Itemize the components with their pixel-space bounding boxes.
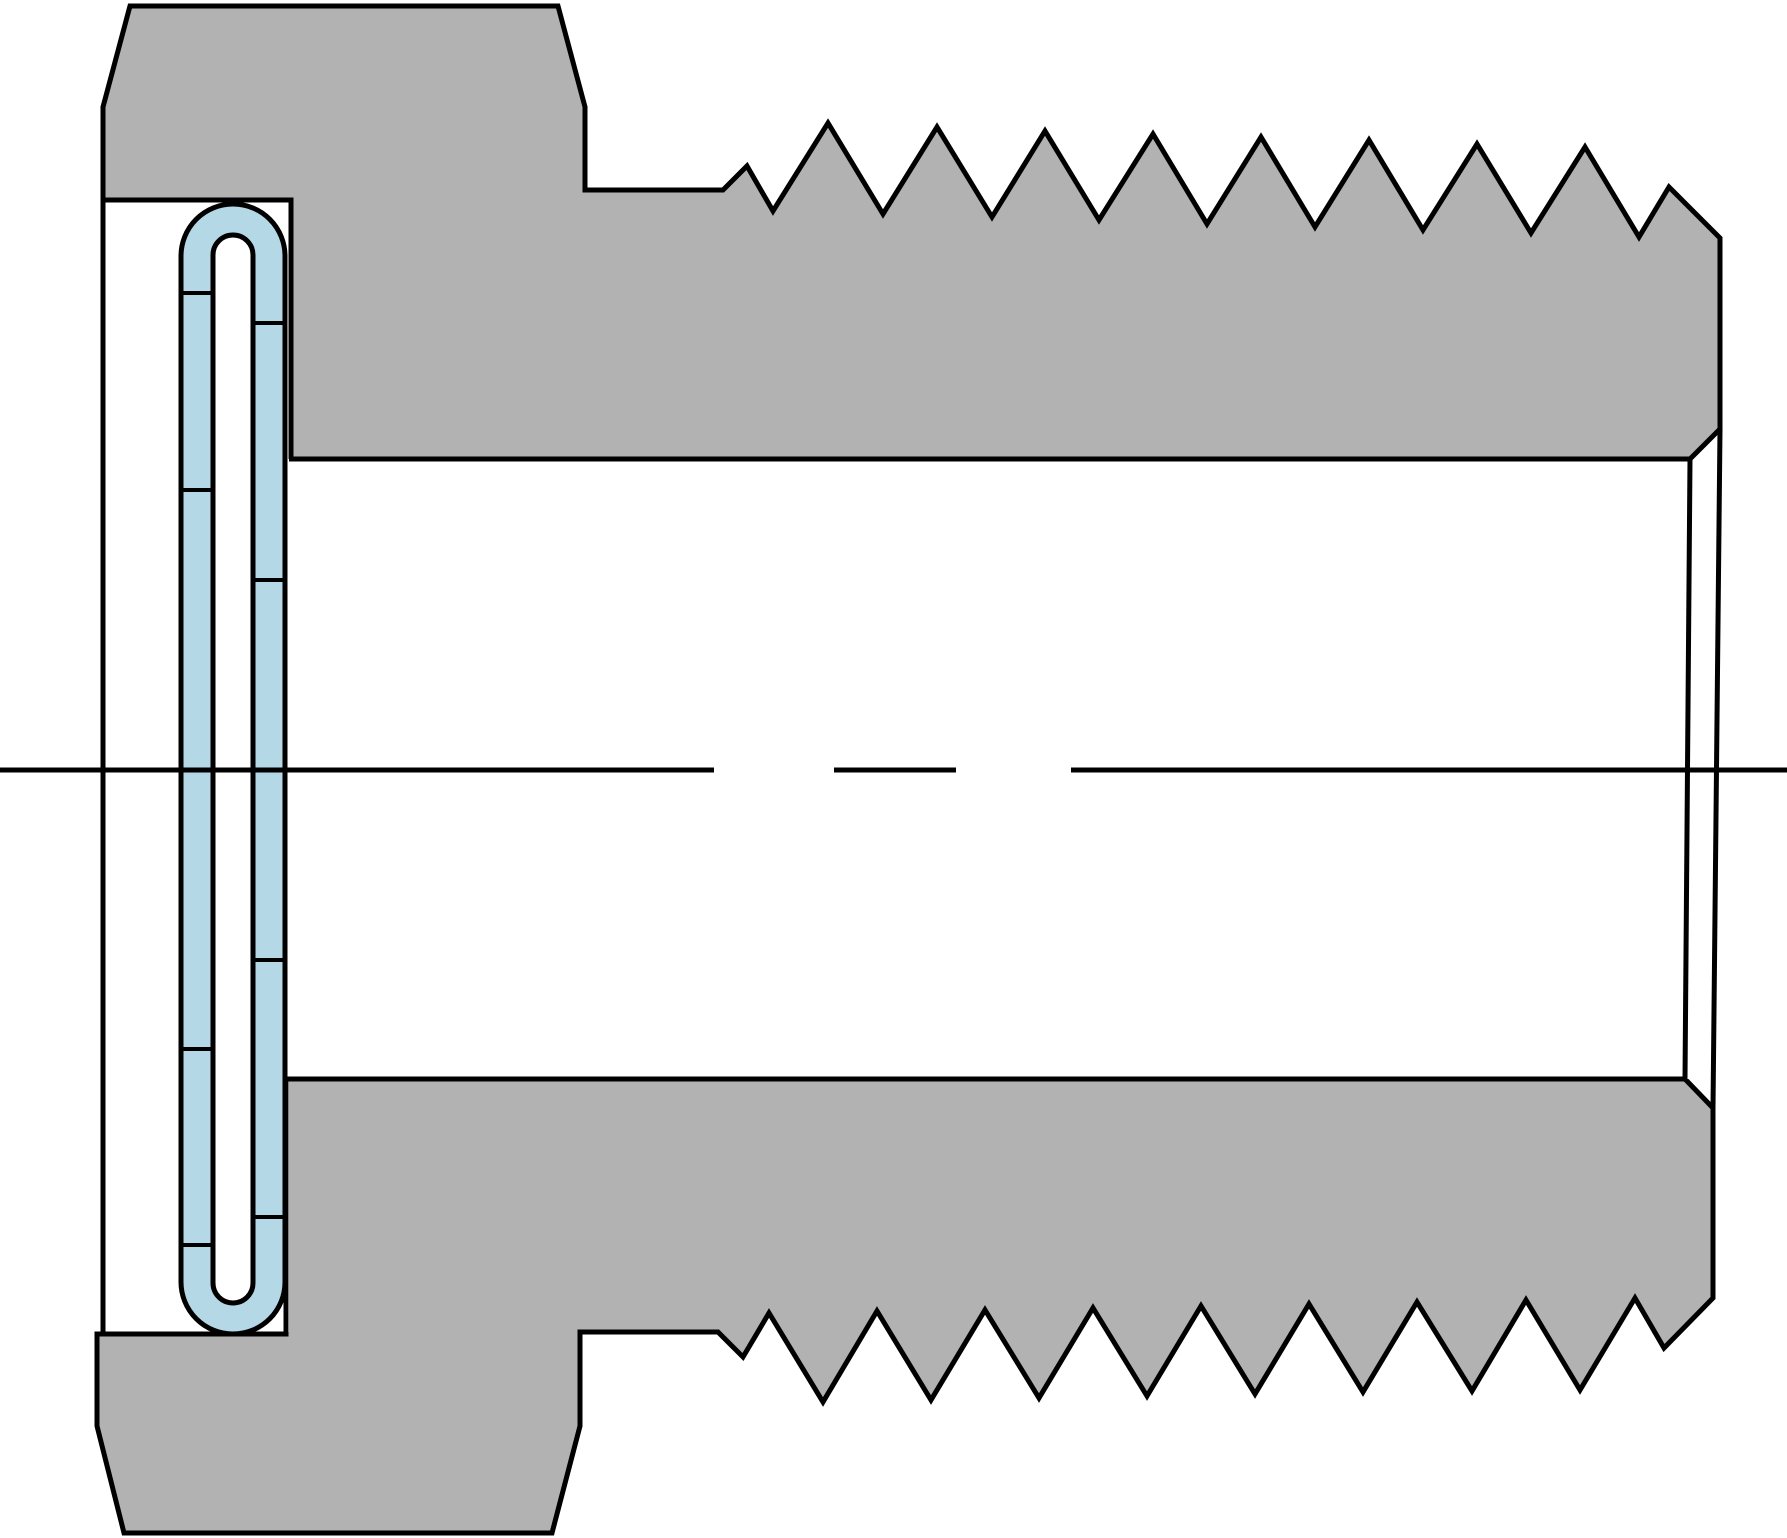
upper-body-section — [100, 3, 1723, 462]
seal-segment-ticks — [181, 291, 285, 1247]
lower-body-section — [94, 1076, 1716, 1536]
